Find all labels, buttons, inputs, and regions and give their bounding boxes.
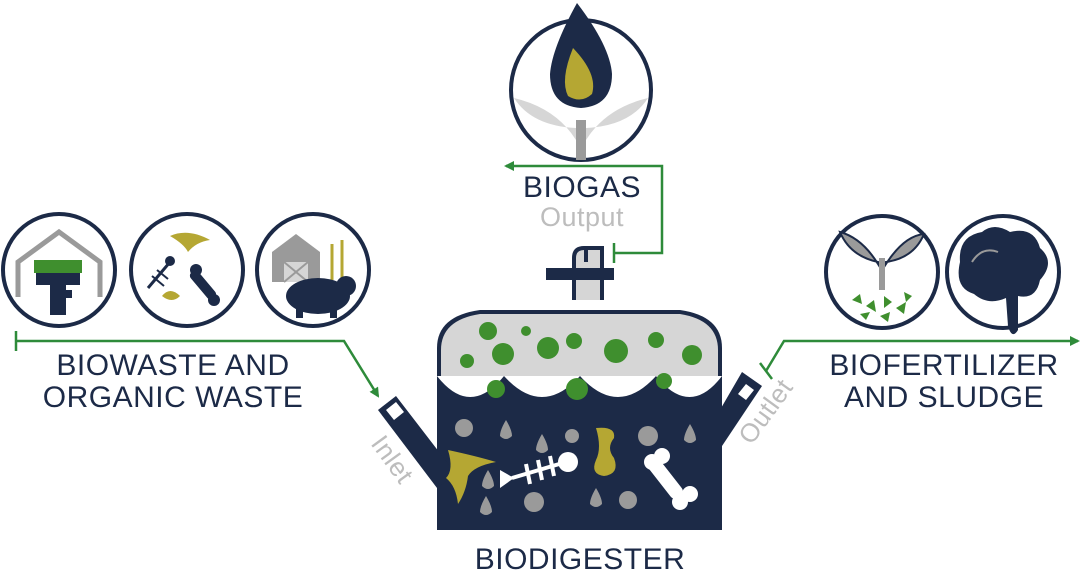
biogas-flow-arrow — [504, 161, 664, 263]
biodigester-tank — [378, 246, 762, 530]
organic-scraps-icon — [129, 212, 245, 328]
farm-livestock-icon — [255, 212, 371, 328]
biofertilizer-label-line1: BIOFERTILIZER — [829, 349, 1059, 382]
output-label: Output — [539, 202, 625, 232]
input-flow-arrow — [14, 331, 380, 398]
biowaste-label: BIOWASTE AND ORGANIC WASTE — [18, 350, 328, 413]
biowaste-label-line2: ORGANIC WASTE — [42, 380, 304, 414]
sprout-fertilizer-icon — [824, 214, 940, 330]
food-waste-bin-icon — [1, 212, 117, 328]
flame-plant-icon — [509, 3, 653, 162]
biogas-label: BIOGAS — [522, 171, 642, 204]
biofertilizer-label-line2: AND SLUDGE — [843, 380, 1045, 414]
biodigester-label: BIODIGESTER — [474, 543, 686, 576]
biowaste-label-line1: BIOWASTE AND — [56, 349, 290, 382]
output-flow-arrow — [759, 336, 1080, 380]
biofertilizer-label: BIOFERTILIZER AND SLUDGE — [812, 350, 1076, 413]
outlet-pipe — [706, 372, 762, 446]
sludge-splash-icon — [945, 214, 1061, 335]
inlet-pipe — [378, 396, 456, 488]
